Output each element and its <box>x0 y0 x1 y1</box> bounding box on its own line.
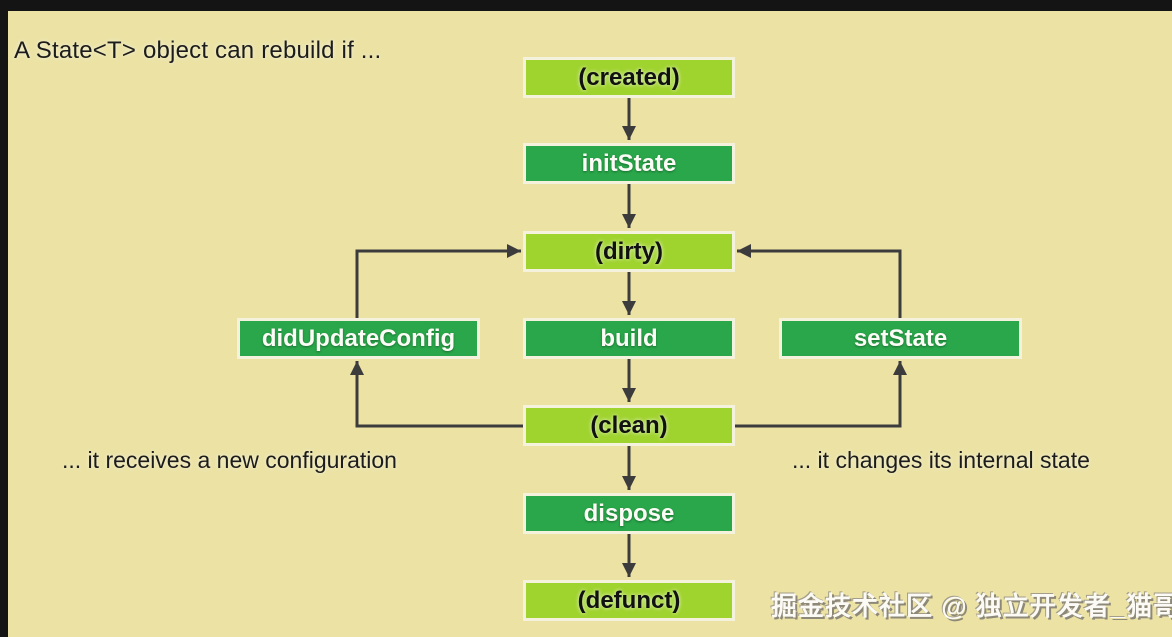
node-clean: (clean) <box>523 405 735 446</box>
node-created: (created) <box>523 57 735 98</box>
node-defunct: (defunct) <box>523 580 735 621</box>
node-build: build <box>523 318 735 359</box>
node-didupdateconfig: didUpdateConfig <box>237 318 480 359</box>
annotation-internal-state: ... it changes its internal state <box>792 447 1090 473</box>
arrow-clean-to-didupdateconfig <box>350 361 523 428</box>
left-edge-bar <box>0 0 8 637</box>
annotation-new-configuration: ... it receives a new configuration <box>62 447 397 473</box>
top-edge-bar <box>0 0 1172 11</box>
node-dispose: dispose <box>523 493 735 534</box>
arrow-didupdateconfig-to-dirty <box>355 244 521 318</box>
arrow-setstate-to-dirty <box>737 244 902 318</box>
node-initstate: initState <box>523 143 735 184</box>
node-setstate: setState <box>779 318 1022 359</box>
watermark-text: 掘金技术社区 @ 独立开发者_猫哥 <box>771 591 1172 621</box>
arrow-clean-to-setstate <box>735 361 907 428</box>
diagram-title: A State<T> object can rebuild if ... <box>14 37 382 64</box>
node-dirty: (dirty) <box>523 231 735 272</box>
